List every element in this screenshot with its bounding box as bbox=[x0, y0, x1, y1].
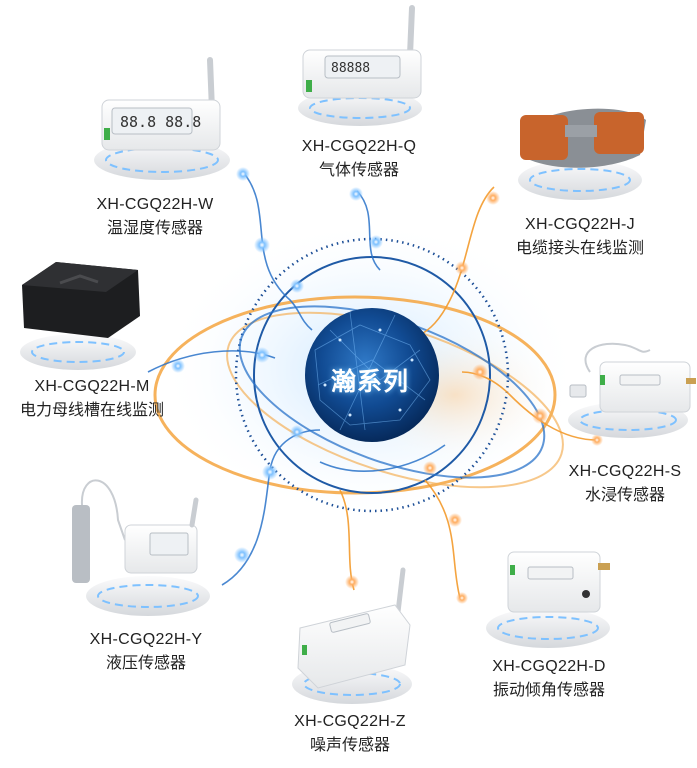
model-code: XH-CGQ22H-S bbox=[568, 463, 682, 480]
sensor-name: 噪声传感器 bbox=[309, 737, 390, 754]
sensor-label-y: XH-CGQ22H-Y 液压传感器 bbox=[46, 628, 246, 676]
device-s bbox=[568, 342, 696, 438]
device-j bbox=[518, 108, 646, 200]
center-label: 瀚系列 bbox=[330, 367, 409, 396]
pedestal bbox=[486, 608, 610, 648]
device-y bbox=[72, 479, 210, 616]
sensor-name: 液压传感器 bbox=[105, 655, 186, 672]
svg-text:88888: 88888 bbox=[331, 61, 370, 76]
sensor-name: 电力母线槽在线监测 bbox=[19, 402, 164, 419]
pedestal bbox=[86, 576, 210, 616]
pedestal bbox=[20, 334, 136, 370]
sensor-name: 振动倾角传感器 bbox=[492, 682, 605, 699]
svg-text:88.8 88.8: 88.8 88.8 bbox=[120, 113, 201, 131]
connector-q bbox=[356, 190, 381, 271]
connector-w bbox=[242, 171, 313, 331]
model-code: XH-CGQ22H-Y bbox=[89, 631, 203, 648]
sensor-name: 电缆接头在线监测 bbox=[515, 240, 644, 257]
model-code: XH-CGQ22H-W bbox=[96, 196, 214, 213]
sensor-name: 水浸传感器 bbox=[584, 487, 665, 504]
connector-j bbox=[417, 186, 495, 337]
sensor-label-q: XH-CGQ22H-Q 气体传感器 bbox=[259, 135, 459, 183]
sensor-label-j: XH-CGQ22H-J 电缆接头在线监测 bbox=[480, 213, 680, 261]
device-z bbox=[292, 567, 412, 704]
sensor-name: 气体传感器 bbox=[318, 162, 399, 179]
model-code: XH-CGQ22H-D bbox=[492, 658, 606, 675]
model-code: XH-CGQ22H-M bbox=[34, 378, 150, 395]
sensor-label-m: XH-CGQ22H-M 电力母线槽在线监测 bbox=[0, 375, 192, 423]
model-code: XH-CGQ22H-J bbox=[525, 216, 635, 233]
connector-inner-arc bbox=[319, 444, 446, 472]
device-w: 88.8 88.8 bbox=[94, 57, 230, 180]
device-m bbox=[20, 262, 140, 370]
device-q: 88888 bbox=[298, 5, 422, 126]
pedestal bbox=[518, 160, 642, 200]
connector-d bbox=[424, 479, 461, 599]
sensor-label-s: XH-CGQ22H-S 水浸传感器 bbox=[525, 460, 697, 508]
sensor-label-w: XH-CGQ22H-W 温湿度传感器 bbox=[55, 193, 255, 241]
model-code: XH-CGQ22H-Q bbox=[301, 138, 417, 155]
sensor-label-z: XH-CGQ22H-Z 噪声传感器 bbox=[250, 710, 450, 758]
core-sphere bbox=[305, 308, 439, 442]
model-code: XH-CGQ22H-Z bbox=[294, 713, 406, 730]
orbit-dotted-ring bbox=[234, 237, 510, 513]
orbit-orange-large bbox=[153, 295, 557, 495]
glow-dots bbox=[171, 167, 603, 604]
sensor-name: 温湿度传感器 bbox=[106, 220, 203, 237]
sensor-label-d: XH-CGQ22H-D 振动倾角传感器 bbox=[449, 655, 649, 703]
pedestal bbox=[298, 90, 422, 126]
device-d bbox=[486, 551, 610, 648]
